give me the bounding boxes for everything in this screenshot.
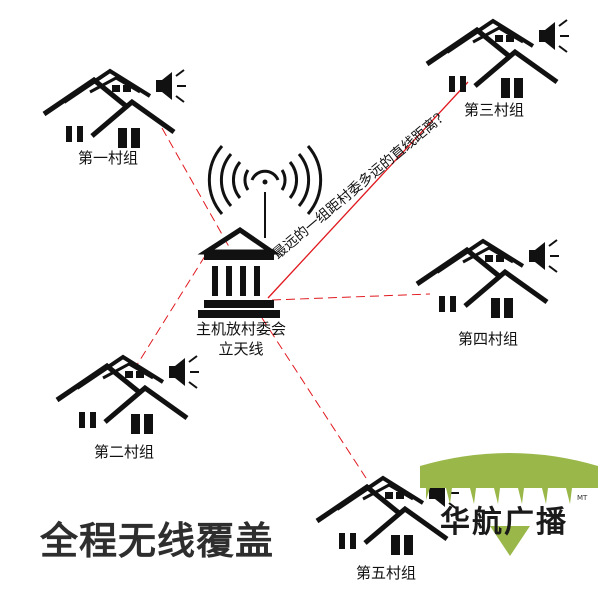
link-group1 — [161, 127, 233, 253]
group5-label: 第五村组 — [356, 564, 417, 582]
brand-mark: MT — [577, 494, 588, 502]
link-group2 — [134, 255, 206, 369]
center-label-line2: 立天线 — [218, 340, 264, 358]
center-label-line1: 主机放村委会 — [195, 320, 286, 338]
brand-name: 华航广播 — [440, 505, 568, 540]
group1-label: 第一村组 — [78, 149, 139, 167]
group3-label: 第三村组 — [464, 101, 525, 119]
link-group4 — [271, 293, 431, 301]
link-group3 — [267, 81, 469, 299]
group2-label: 第二村组 — [94, 443, 155, 461]
center-antenna-label: 主机放村委会 立天线 — [185, 319, 297, 359]
group4-label: 第四村组 — [458, 330, 519, 348]
link-group5 — [261, 317, 367, 479]
headline: 全程无线覆盖 — [40, 519, 275, 563]
